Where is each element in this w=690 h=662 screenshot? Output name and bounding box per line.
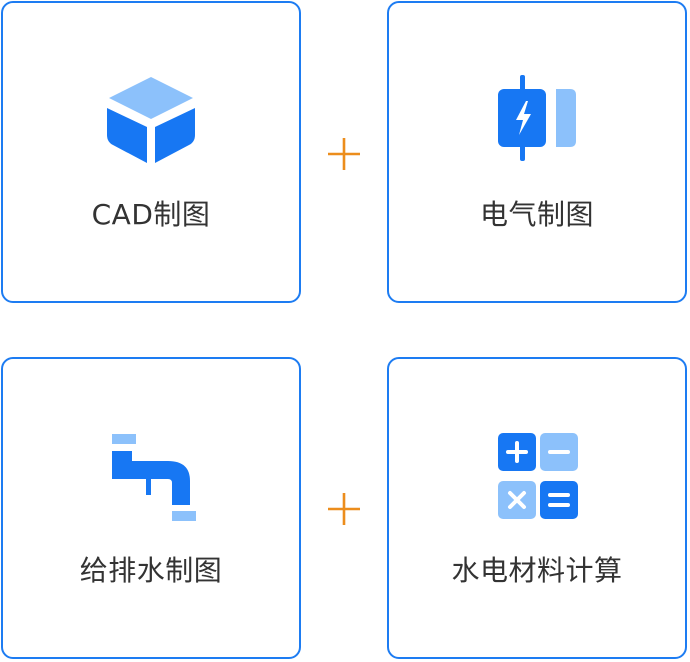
card-plumbing-drawing[interactable]: 给排水制图	[1, 357, 301, 659]
card-label: 水电材料计算	[451, 554, 623, 587]
calculator-icon	[498, 433, 578, 519]
battery-bolt-icon	[498, 75, 576, 161]
card-electrical-drawing[interactable]: 电气制图	[387, 1, 687, 303]
cube-icon	[107, 77, 195, 163]
plus-icon	[328, 493, 360, 525]
card-material-calculation[interactable]: 水电材料计算	[387, 357, 687, 659]
plus-icon	[328, 138, 360, 170]
pipe-icon	[112, 434, 196, 521]
card-label: 给排水制图	[79, 554, 223, 587]
card-label: 电气制图	[479, 198, 594, 231]
card-cad-drawing[interactable]: CAD制图	[1, 1, 301, 303]
card-label: CAD制图	[91, 198, 211, 231]
